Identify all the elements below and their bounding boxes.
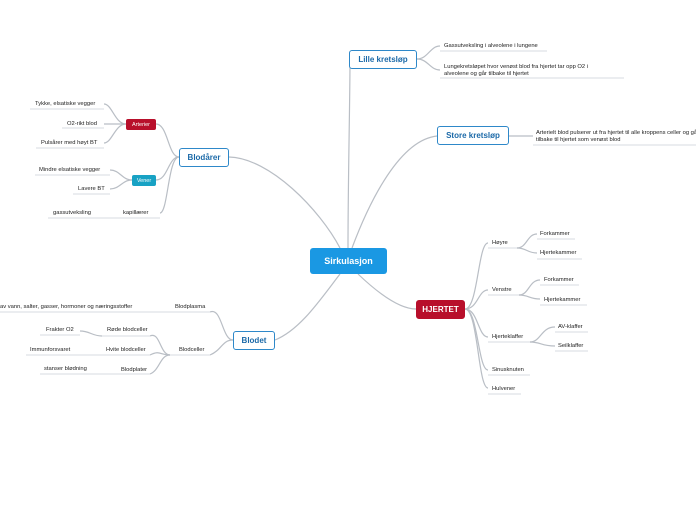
- hvite-blodceller[interactable]: Hvite blodceller: [106, 347, 146, 353]
- blodplasma[interactable]: Blodplasma: [175, 304, 206, 310]
- topic-hjertet[interactable]: HJERTET: [416, 300, 465, 319]
- topic-store-kretslop[interactable]: Store kretsløp: [437, 126, 509, 145]
- rode-frakter-o2[interactable]: Frakter O2: [46, 327, 74, 333]
- vener-lavere-bt[interactable]: Lavere BT: [78, 186, 105, 192]
- leaf-arterielt-blod[interactable]: Arterielt blod pulserer ut fra hjertet t…: [536, 130, 696, 143]
- kapillaerer[interactable]: kapillærer: [123, 210, 149, 216]
- hvite-immunforsvaret[interactable]: Immunforsvaret: [30, 347, 71, 353]
- hoyre-hjertekammer[interactable]: Hjertekammer: [540, 250, 577, 256]
- arterier-tykke-vegger[interactable]: Tykke, elsatiske vegger: [35, 101, 96, 107]
- hoyre-forkammer[interactable]: Forkammer: [540, 231, 570, 237]
- blodceller[interactable]: Blodceller: [179, 347, 205, 353]
- vener-mindre-vegger[interactable]: Mindre elsatiske vegger: [39, 167, 101, 173]
- central-topic[interactable]: Sirkulasjon: [310, 248, 387, 274]
- topic-lille-kretslop[interactable]: Lille kretsløp: [349, 50, 417, 69]
- rode-blodceller[interactable]: Røde blodceller: [107, 327, 148, 333]
- kapillaerer-gassutveksling[interactable]: gassutveksling: [53, 210, 92, 216]
- blodplasma-innhold[interactable]: av vann, salter, gasser, hormoner og nær…: [0, 304, 133, 310]
- venstre-forkammer[interactable]: Forkammer: [544, 277, 574, 283]
- topic-blodet[interactable]: Blodet: [233, 331, 275, 350]
- leaf-gassutveksling-alveolene[interactable]: Gassutveksling i alveolene i lungene: [444, 43, 538, 49]
- klaffer-av[interactable]: AV-klaffer: [558, 324, 583, 330]
- badge-arterier[interactable]: Arterier: [126, 119, 156, 130]
- topic-blodarer[interactable]: Blodårer: [179, 148, 229, 167]
- blodplater[interactable]: Blodplater: [121, 367, 148, 373]
- badge-vener[interactable]: Vener: [132, 175, 156, 186]
- arterier-pulsarer[interactable]: Pulsårer med høyt BT: [41, 140, 98, 146]
- hjertet-venstre[interactable]: Venstre: [492, 287, 512, 293]
- hjertet-hjerteklaffer[interactable]: Hjerteklaffer: [492, 334, 524, 340]
- leaf-lungekretslopet[interactable]: Lungekretsløpet hvor venøst blod fra hje…: [444, 64, 589, 77]
- hjertet-hulvener[interactable]: Hulvener: [492, 386, 516, 392]
- venstre-hjertekammer[interactable]: Hjertekammer: [544, 297, 581, 303]
- hjertet-sinusknuten[interactable]: Sinusknuten: [492, 367, 524, 373]
- hjertet-hoyre[interactable]: Høyre: [492, 240, 508, 246]
- blodplater-stanser-blodning[interactable]: stanser blødning: [44, 366, 87, 372]
- klaffer-seil[interactable]: Seilklaffer: [558, 343, 584, 349]
- arterier-o2-rikt[interactable]: O2-rikt blod: [67, 121, 97, 127]
